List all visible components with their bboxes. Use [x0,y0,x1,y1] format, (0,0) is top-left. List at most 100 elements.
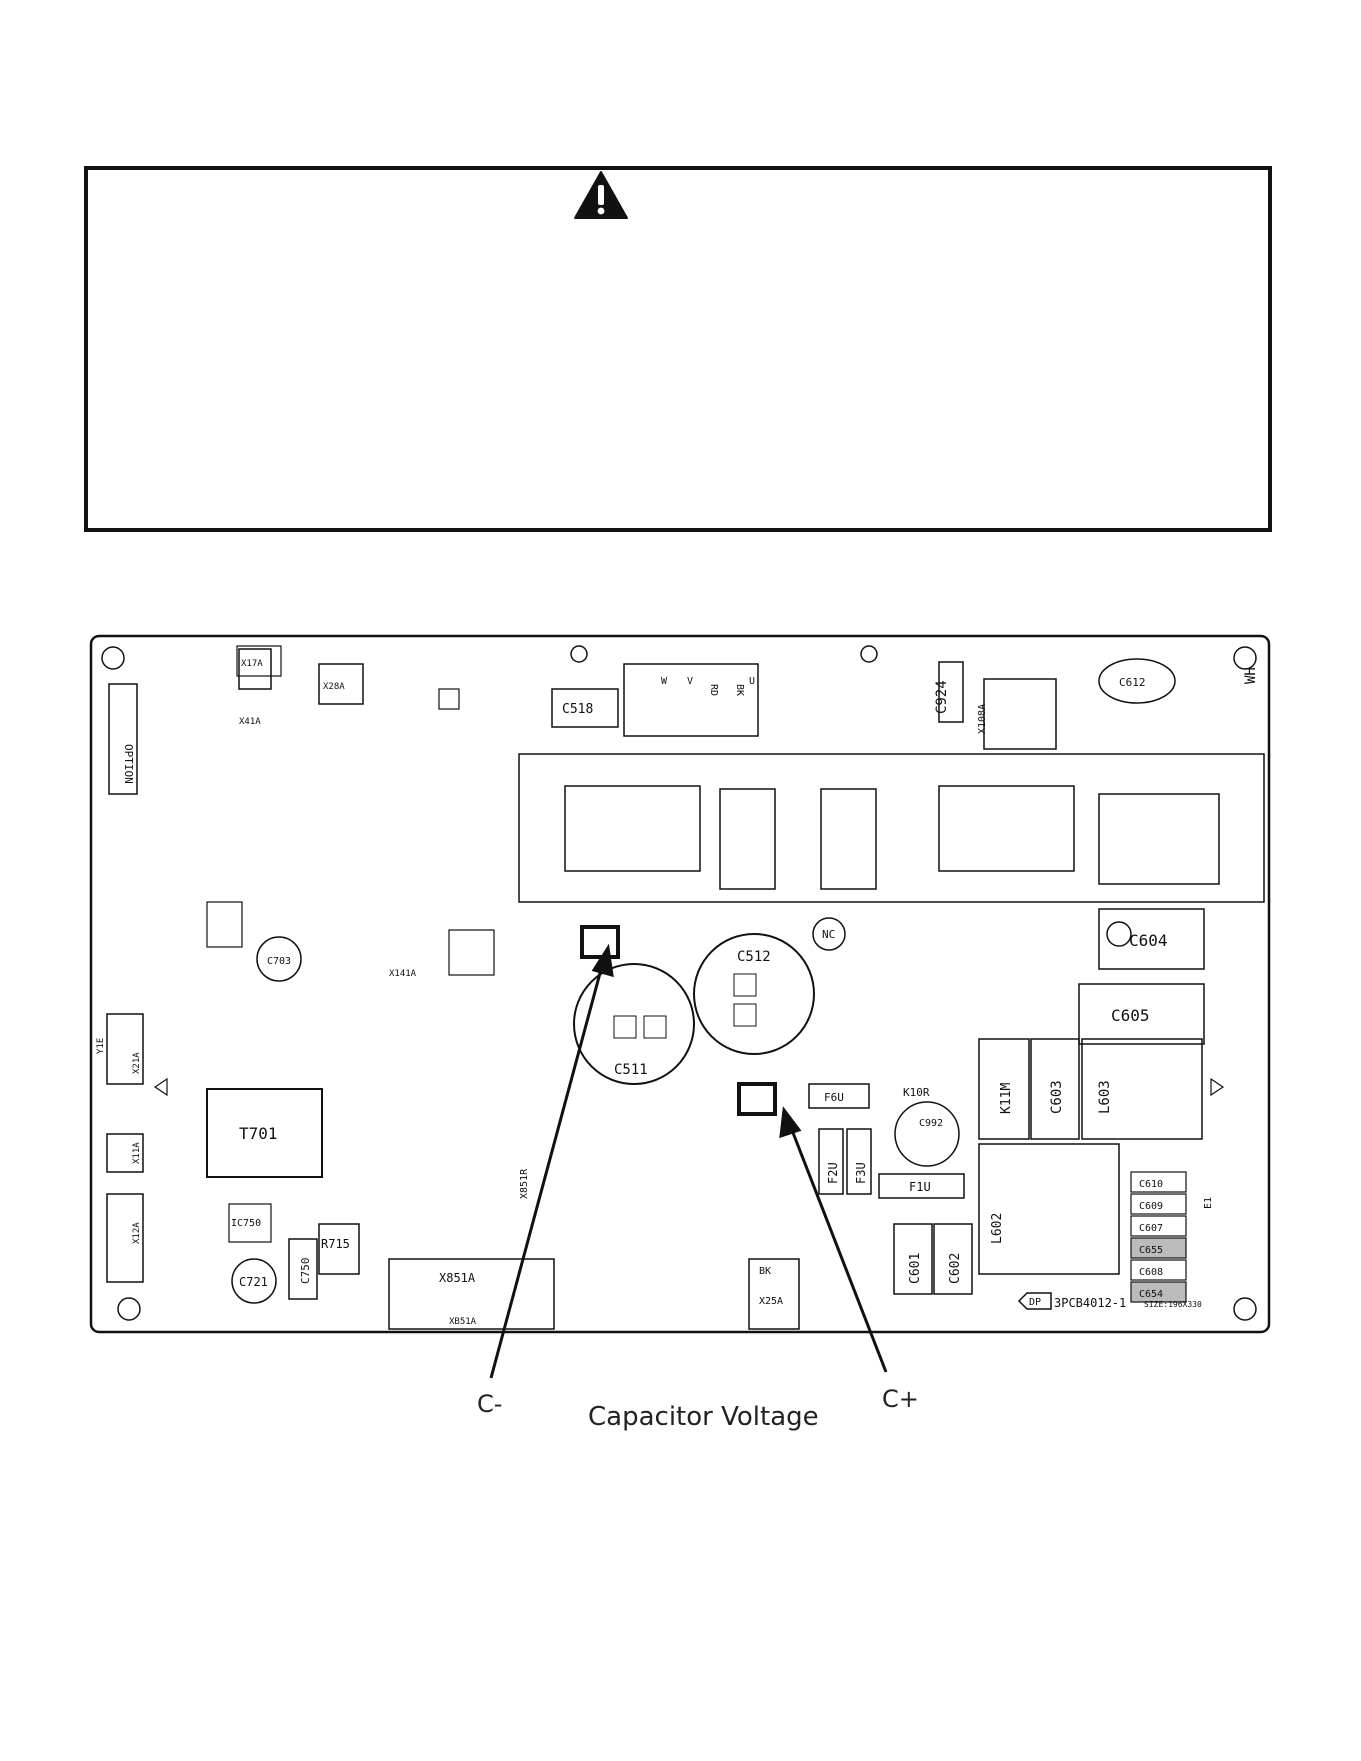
silk-x28a: X28A [323,682,345,692]
chip-r715 [318,1223,360,1275]
silk-c605: C605 [1111,1006,1150,1025]
warning-triangle-icon [574,171,628,219]
silk-c654: C654 [1139,1289,1163,1300]
silk-t701: T701 [239,1124,278,1143]
connector-x17a [236,645,282,677]
silk-part-number: 3PCB4012-1 [1054,1296,1126,1310]
power-module [518,753,1265,903]
silk-rd: RD [708,684,719,696]
silk-c610: C610 [1139,1179,1163,1190]
silk-l603: L603 [1097,1080,1113,1114]
transformer-t701 [206,1088,323,1178]
silk-c602: C602 [948,1253,963,1284]
connector-top-left [238,648,272,690]
inductor-l603 [1081,1038,1203,1140]
connector-x12a [106,1193,144,1283]
silk-x41a: X41A [239,717,261,727]
relay-2 [820,788,877,890]
marker-left [153,1077,168,1097]
choke-c604 [1098,908,1205,970]
pcb-diagram: OPTION C518 C924 X108A C612 WH T701 C703… [89,634,1271,1334]
test-point-nc [812,917,846,951]
silk-c655: C655 [1139,1245,1163,1256]
cap-c703 [256,936,302,982]
fan-c992 [894,1101,960,1167]
silk-c604: C604 [1129,931,1168,950]
silk-x21a: X21A [132,1052,142,1074]
diode-bridge [1098,793,1220,885]
silk-bk: BK [759,1266,771,1277]
connector-x28a [318,663,364,705]
chip-c750 [288,1238,318,1300]
ic-750 [228,1203,272,1243]
silk-c601: C601 [908,1253,923,1284]
silk-x851a: X851A [439,1271,476,1285]
cap-c512 [693,933,815,1055]
silk-wh: WH [1243,667,1259,684]
silk-c924: C924 [934,680,950,714]
connector-c518 [551,688,619,728]
marker-right [1210,1077,1225,1097]
ic-left-1 [206,901,243,948]
silk-c703: C703 [267,956,291,967]
dp-arrow [1017,1292,1052,1310]
silk-k10r: K10R [903,1086,930,1099]
silk-l602: L602 [990,1213,1005,1244]
capacitor-voltage-caption: Capacitor Voltage [588,1402,819,1432]
connector-uvw [623,663,759,737]
silk-c609: C609 [1139,1201,1163,1212]
connector-x11a [106,1133,144,1173]
silk-x851a-small: XB51A [449,1317,477,1327]
silk-x12a: X12A [132,1222,142,1244]
mounting-holes [101,645,1257,1321]
silk-option: OPTION [122,744,135,784]
warning-box [84,166,1272,532]
silk-x25a: X25A [759,1296,783,1307]
connector-c924 [938,661,964,723]
cap-stack [1130,1171,1187,1303]
silk-c992: C992 [919,1118,943,1129]
silk-w: W [661,676,668,687]
silk-c612: C612 [1119,676,1146,689]
connector-x21a [106,1013,144,1085]
choke-c605 [1078,983,1205,1045]
silk-bk-top: BK [734,684,745,696]
relay-k11m [978,1038,1030,1140]
silk-ic750: IC750 [231,1218,261,1229]
silk-y1e: Y1E [96,1038,106,1054]
c-minus-label: C- [477,1390,503,1418]
fuse-f6u [808,1083,870,1109]
silk-c607: C607 [1139,1223,1163,1234]
connector-x25a [748,1258,800,1330]
silk-x108a: X108A [977,704,988,734]
block-c601 [893,1223,933,1295]
silk-dp: DP [1029,1297,1041,1308]
test-point-c-plus [737,1082,777,1116]
silk-v: V [687,676,693,687]
silk-f3u: F3U [854,1162,868,1184]
connector-option [108,683,138,795]
relay-1 [719,788,776,890]
cap-c612 [1098,658,1176,704]
silk-x11a: X11A [132,1142,142,1164]
silk-size: SIZE:196X330 [1144,1300,1202,1309]
silk-x17a: X17A [241,659,263,669]
ic-top-1 [438,688,460,710]
c-plus-label: C+ [882,1385,919,1413]
ic-center-1 [448,929,495,976]
silk-c721: C721 [239,1275,268,1289]
silk-c750: C750 [299,1258,312,1285]
silk-u: U [749,676,755,687]
cap-hatch [613,973,757,1039]
silk-c518: C518 [562,702,593,717]
silk-c603: C603 [1049,1080,1065,1114]
silk-c512: C512 [737,949,771,965]
block-c603 [1030,1038,1080,1140]
silk-c511: C511 [614,1062,648,1078]
silk-r715: R715 [321,1237,350,1251]
ic-block-1 [564,785,701,872]
connector-x108a [983,678,1057,750]
cap-c721 [231,1258,277,1304]
silk-f2u: F2U [826,1162,840,1184]
silk-k11m: K11M [999,1083,1014,1114]
